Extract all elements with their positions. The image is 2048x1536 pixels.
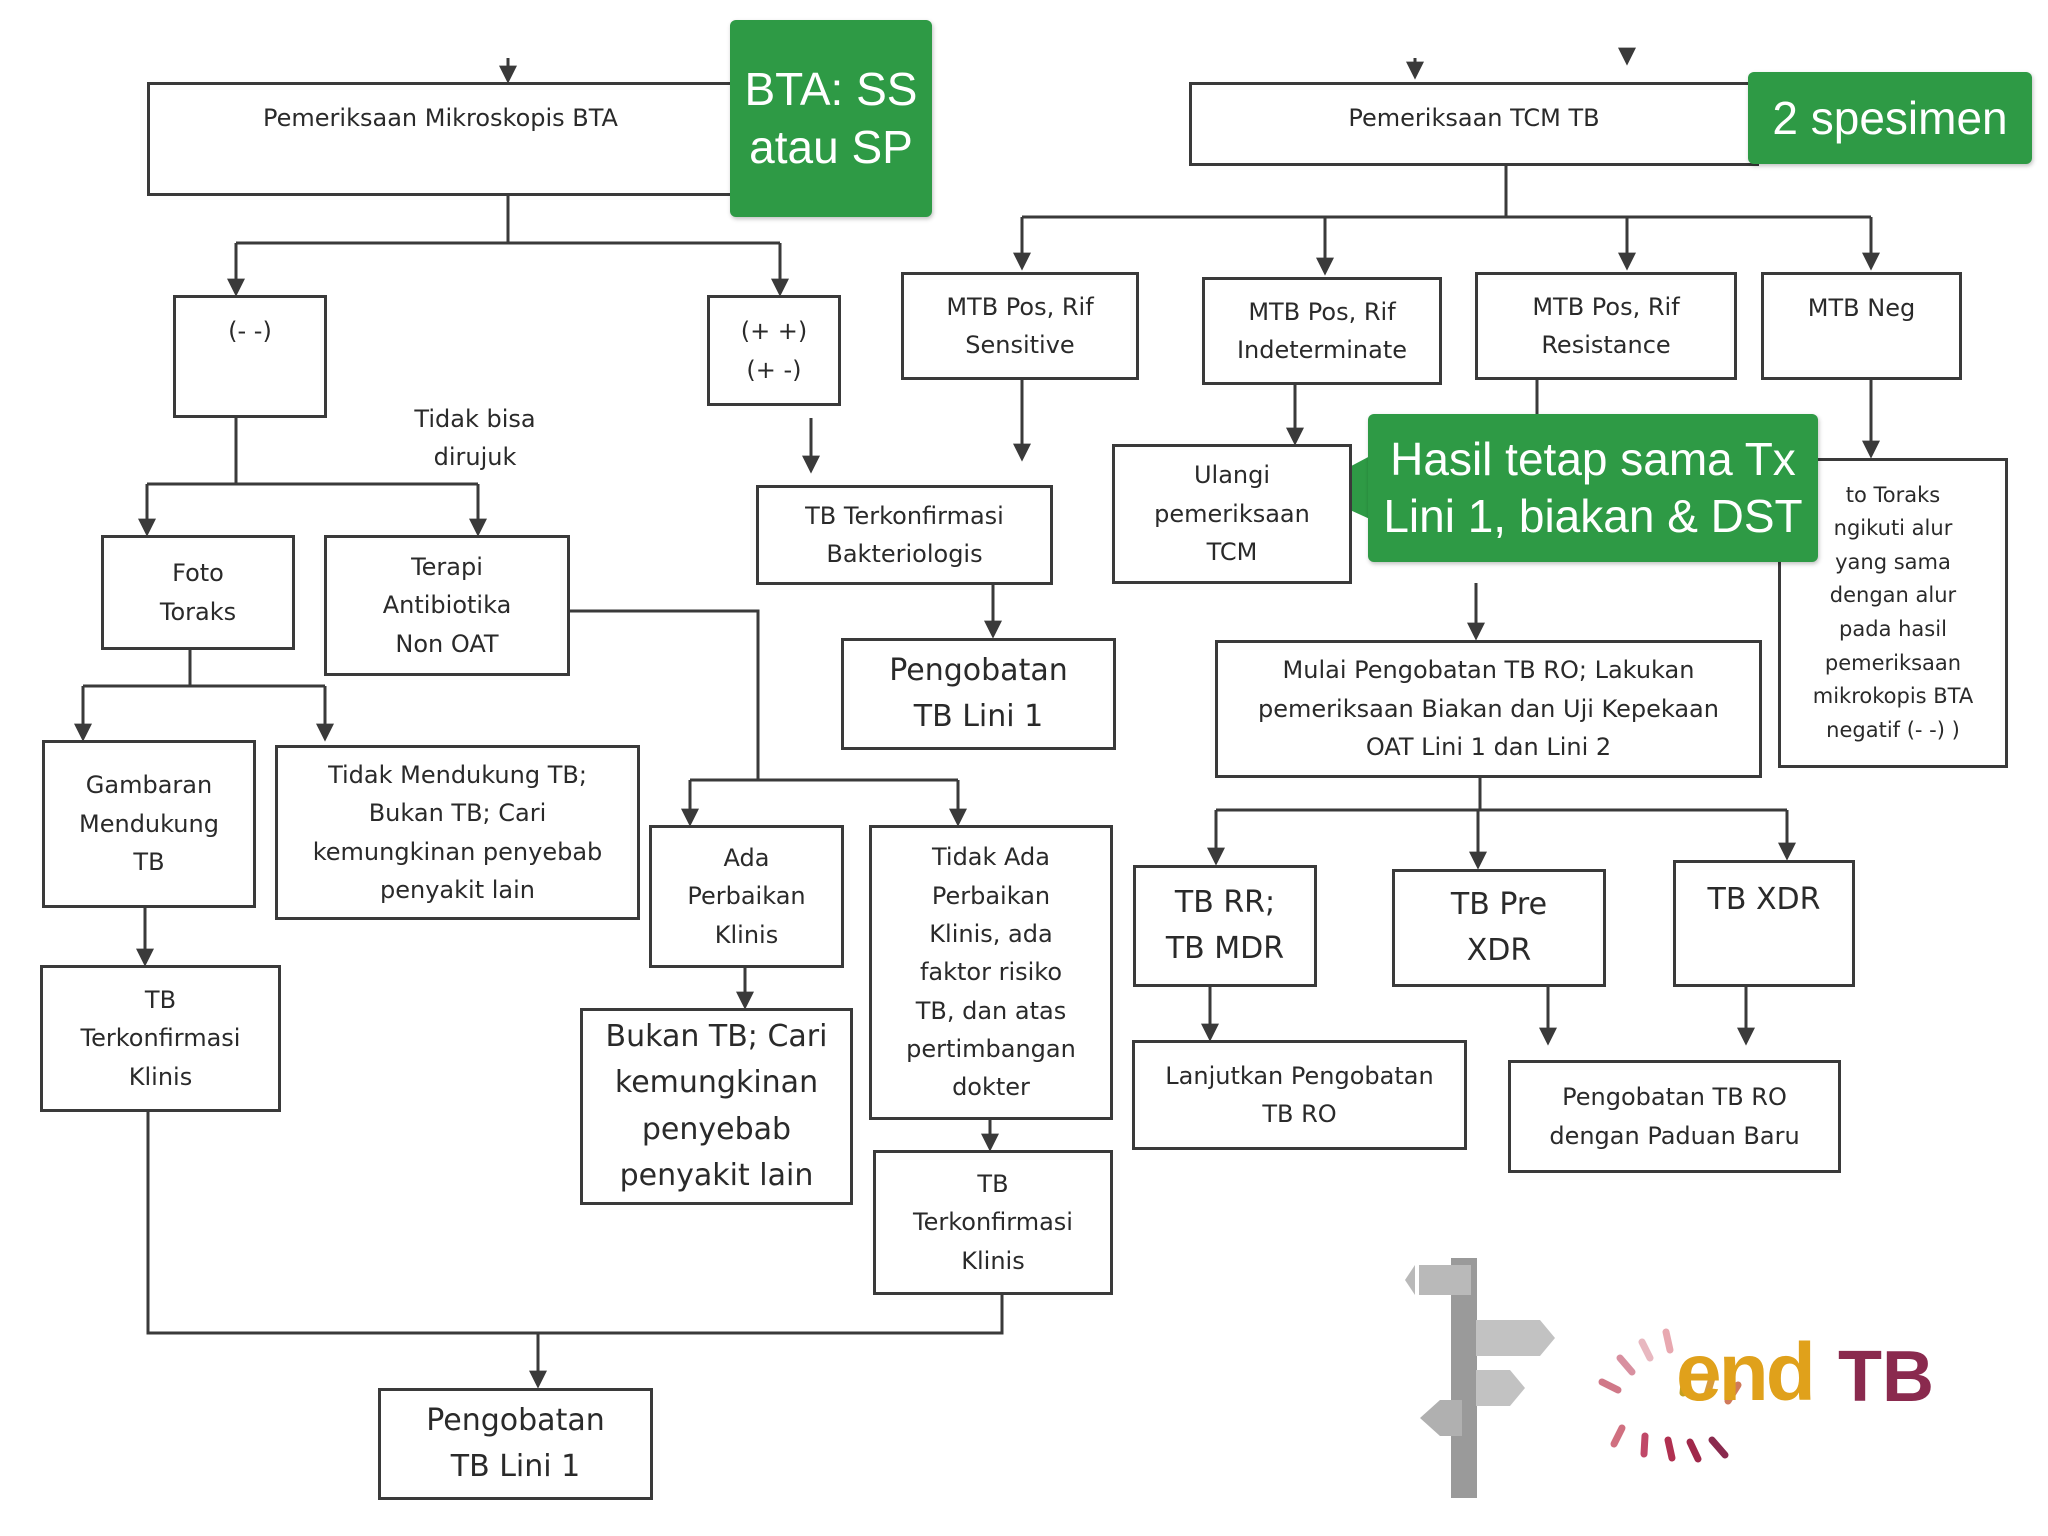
no-improvement-box: Tidak Ada Perbaikan Klinis, ada faktor r… [869,825,1113,1120]
sunburst-icon [1598,1328,1742,1463]
treatment-line1-box-b: Pengobatan TB Lini 1 [378,1388,653,1500]
not-referable-label: Tidak bisa dirujuk [414,405,536,472]
tcm-exam-box: Pemeriksaan TCM TB [1189,82,1759,166]
microscopy-exam-box: Pemeriksaan Mikroskopis BTA [147,82,734,196]
rif-resistance-box: MTB Pos, Rif Resistance [1475,272,1737,380]
signpost-icon [1405,1258,1555,1498]
start-ro-treatment-box: Mulai Pengobatan TB RO; Lakukan pemeriks… [1215,640,1762,778]
mtb-negative-box: MTB Neg [1761,272,1962,380]
treatment-line1-box-a: Pengobatan TB Lini 1 [841,638,1116,750]
logo-tb-text: TB [1838,1337,1934,1417]
rif-indeterminate-box: MTB Pos, Rif Indeterminate [1202,277,1442,385]
rif-sensitive-box: MTB Pos, Rif Sensitive [901,272,1139,380]
clinical-confirmed-box-a: TB Terkonfirmasi Klinis [40,965,281,1112]
result-positive-box: (+ +) (+ -) [707,295,841,406]
xray-box: Foto Toraks [101,535,295,650]
tb-pre-xdr-box: TB Pre XDR [1392,869,1606,987]
continue-ro-treatment-box: Lanjutkan Pengobatan TB RO [1132,1040,1467,1150]
result-negative-box: (- -) [173,295,327,418]
tb-rr-mdr-box: TB RR; TB MDR [1133,865,1317,987]
bacteriologic-confirmed-box: TB Terkonfirmasi Bakteriologis [756,485,1053,585]
bta-callout: BTA: SS atau SP [730,20,932,217]
supports-tb-box: Gambaran Mendukung TB [42,740,256,908]
not-supports-tb-box: Tidak Mendukung TB; Bukan TB; Cari kemun… [275,745,640,920]
logo-end-text: end [1676,1327,1816,1418]
repeat-tcm-box: Ulangi pemeriksaan TCM [1112,444,1352,584]
new-regimen-box: Pengobatan TB RO dengan Paduan Baru [1508,1060,1841,1173]
tb-xdr-box: TB XDR [1673,860,1855,987]
clinical-confirmed-box-b: TB Terkonfirmasi Klinis [873,1150,1113,1295]
not-tb-box: Bukan TB; Cari kemungkinan penyebab peny… [580,1008,853,1205]
clinical-improvement-box: Ada Perbaikan Klinis [649,825,844,968]
result-callout: Hasil tetap sama Tx Lini 1, biakan & DST [1368,414,1818,562]
antibiotic-therapy-box: Terapi Antibiotika Non OAT [324,535,570,676]
specimen-callout: 2 spesimen [1748,72,2032,164]
